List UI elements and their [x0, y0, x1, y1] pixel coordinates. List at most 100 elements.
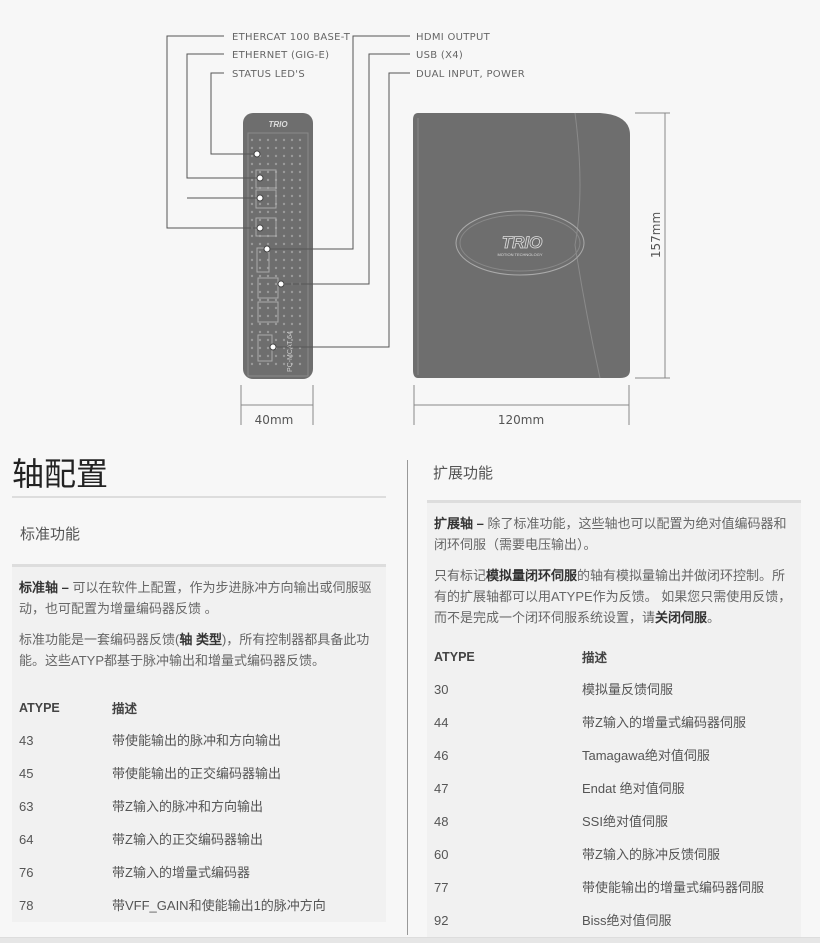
vent-hole [282, 354, 286, 358]
vent-hole [298, 298, 302, 302]
bottom-scrollbar[interactable] [0, 937, 820, 943]
vent-hole [258, 322, 262, 326]
vent-hole [298, 266, 302, 270]
standard-desc: 标准轴 – 可以在软件上配置，作为步进脉冲方向输出或伺服驱动，也可配置为增量编码… [19, 577, 379, 619]
vent-hole [298, 154, 302, 158]
vent-hole [266, 314, 270, 318]
vent-hole [250, 202, 254, 206]
vent-hole [282, 162, 286, 166]
vent-hole [258, 170, 262, 174]
atype-code: 78 [19, 898, 34, 913]
vent-hole [258, 306, 262, 310]
vent-hole [282, 202, 286, 206]
callout-ethernet: ETHERNET (GIG-E) [232, 50, 329, 61]
vent-hole [250, 210, 254, 214]
vent-hole [290, 306, 294, 310]
vent-hole [250, 138, 254, 142]
vent-hole [258, 274, 262, 278]
vent-hole [266, 218, 270, 222]
vent-hole [282, 186, 286, 190]
vent-hole [274, 354, 278, 358]
atype-desc: 带使能输出的增量式编码器伺服 [582, 880, 765, 895]
vent-hole [266, 322, 270, 326]
vent-hole [298, 314, 302, 318]
atype-desc: Biss绝对值伺服 [582, 913, 672, 928]
extended-note: 只有标记模拟量闭环伺服的轴有模拟量输出并做闭环控制。所有的扩展轴都可以用ATYP… [434, 565, 794, 628]
vent-hole [290, 234, 294, 238]
page-title: 轴配置 [12, 440, 386, 498]
vent-hole [282, 306, 286, 310]
product-diagram: TRIO PC-MCAT 64 ETHERCAT 100 BASE-T ETHE… [166, 32, 670, 427]
vent-hole [274, 314, 278, 318]
vent-hole [266, 162, 270, 166]
vent-hole [266, 242, 270, 246]
atype-desc: 带Z输入的正交编码器输出 [112, 832, 263, 847]
vent-hole [298, 226, 302, 230]
vent-hole [266, 146, 270, 150]
vent-hole [290, 194, 294, 198]
table-row: 63 带Z输入的脉冲和方向输出 [19, 790, 379, 823]
vent-hole [298, 258, 302, 262]
vent-hole [274, 282, 278, 286]
callout-status-leds: STATUS LED'S [232, 69, 305, 80]
vent-hole [298, 234, 302, 238]
vent-hole [282, 362, 286, 366]
vent-hole [274, 258, 278, 262]
vent-hole [258, 362, 262, 366]
vent-hole [274, 306, 278, 310]
vent-hole [266, 226, 270, 230]
vent-hole [274, 210, 278, 214]
vent-hole [266, 282, 270, 286]
col-atype: ATYPE [19, 700, 60, 715]
atype-code: 76 [19, 865, 34, 880]
vent-hole [266, 330, 270, 334]
vent-hole [298, 138, 302, 142]
vent-hole [282, 234, 286, 238]
callout-usb: USB (X4) [416, 50, 463, 61]
vent-hole [290, 226, 294, 230]
vent-hole [250, 186, 254, 190]
vent-hole [274, 330, 278, 334]
vent-hole [266, 202, 270, 206]
vent-hole [258, 282, 262, 286]
atype-code: 60 [434, 847, 449, 862]
vent-hole [290, 322, 294, 326]
vent-hole [266, 154, 270, 158]
vent-hole [266, 362, 270, 366]
vent-hole [290, 146, 294, 150]
vent-hole [250, 330, 254, 334]
col-desc: 描述 [112, 702, 138, 716]
standard-section: 轴配置 标准功能 标准轴 – 可以在软件上配置，作为步进脉冲方向输出或伺服驱动，… [12, 440, 386, 922]
front-logo: TRIO [268, 120, 288, 129]
atype-code: 63 [19, 799, 34, 814]
column-divider [407, 460, 408, 935]
note-text: 。 [707, 610, 721, 625]
vent-hole [274, 162, 278, 166]
vent-hole [282, 338, 286, 342]
front-model: PC-MCAT 64 [287, 331, 294, 372]
vent-hole [290, 138, 294, 142]
vent-hole [266, 338, 270, 342]
callout-hdmi: HDMI OUTPUT [416, 32, 491, 43]
vent-hole [250, 354, 254, 358]
vent-hole [298, 338, 302, 342]
vent-hole [282, 242, 286, 246]
vent-hole [250, 258, 254, 262]
atype-desc: 带Z输入的增量式编码器伺服 [582, 715, 746, 730]
vent-hole [298, 218, 302, 222]
vent-hole [250, 274, 254, 278]
standard-axis-label: 标准轴 – [19, 580, 69, 595]
standard-panel: 标准轴 – 可以在软件上配置，作为步进脉冲方向输出或伺服驱动，也可配置为增量编码… [12, 564, 386, 922]
vent-hole [290, 250, 294, 254]
vent-hole [258, 202, 262, 206]
extended-section: 扩展功能 扩展轴 – 除了标准功能，这些轴也可以配置为绝对值编码器和闭环伺服（需… [427, 440, 801, 937]
atype-desc: 带Z输入的脉冲和方向输出 [112, 799, 263, 814]
atype-code: 64 [19, 832, 34, 847]
vent-hole [298, 306, 302, 310]
vent-hole [274, 266, 278, 270]
col-desc: 描述 [582, 651, 608, 665]
